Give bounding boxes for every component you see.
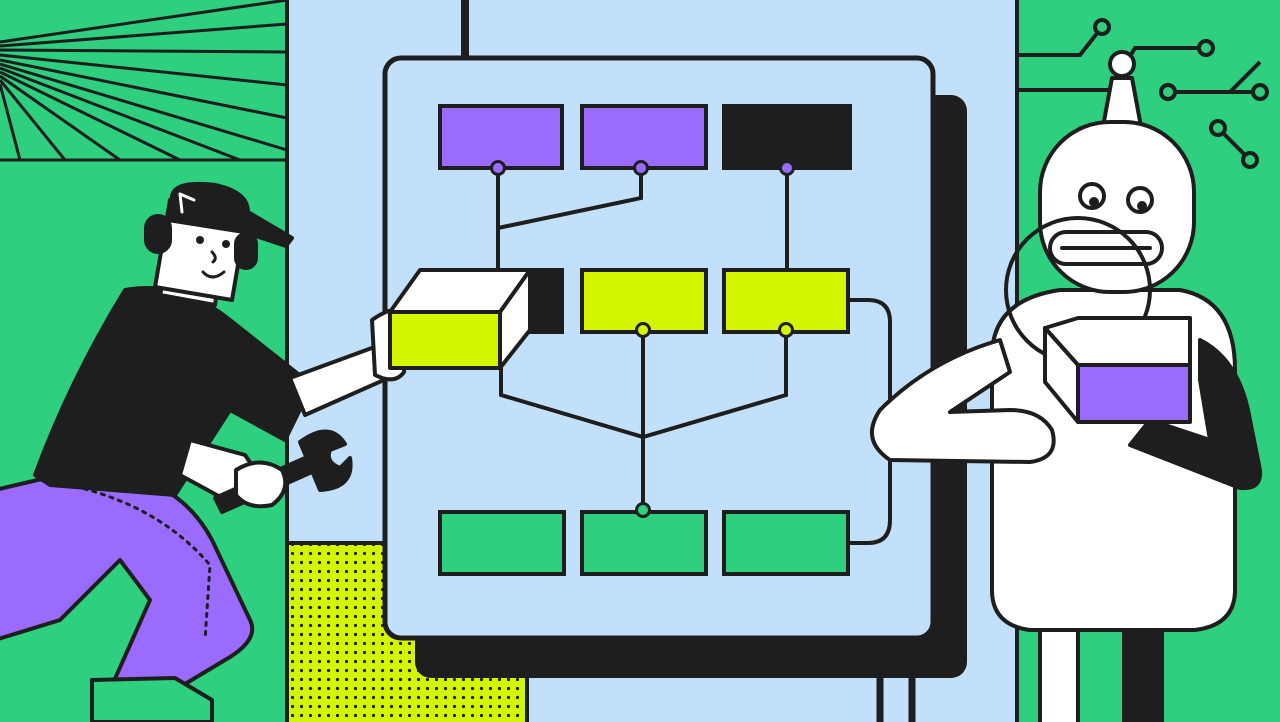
diagram-box-bottom-2 — [580, 510, 708, 576]
sunburst-lines — [0, 0, 289, 162]
robot-arm-right — [1128, 338, 1263, 491]
diagram-box-bottom-3 — [722, 510, 850, 576]
cap-icon — [166, 181, 294, 248]
diagram-box-middle-3 — [722, 268, 850, 334]
diagram-top-row-nodes — [490, 160, 795, 176]
diagram-box-top-3 — [722, 104, 852, 170]
diagram-middle-row — [518, 268, 850, 334]
diagram-box-middle-2 — [580, 268, 708, 334]
board-cables-bottom — [876, 670, 916, 722]
diagram-box-top-1 — [438, 104, 564, 170]
wrench-icon — [213, 429, 353, 514]
robot-head — [1038, 120, 1196, 294]
diagram-connectors — [496, 168, 892, 545]
diagram-box-top-2 — [580, 104, 708, 170]
held-block-purple — [1043, 316, 1192, 424]
headphones-icon — [144, 214, 258, 270]
diagram-bottom-row — [438, 510, 850, 576]
held-block-lime — [388, 268, 532, 370]
diagram-bottom-node — [635, 502, 651, 518]
circuit-nodes — [1093, 18, 1269, 169]
robot-arm-left — [870, 338, 1056, 464]
diagram-box-bottom-1 — [438, 510, 566, 576]
diagram-middle-row-nodes — [635, 322, 794, 338]
person-shoe — [90, 676, 214, 722]
diagram-top-row — [438, 104, 852, 170]
